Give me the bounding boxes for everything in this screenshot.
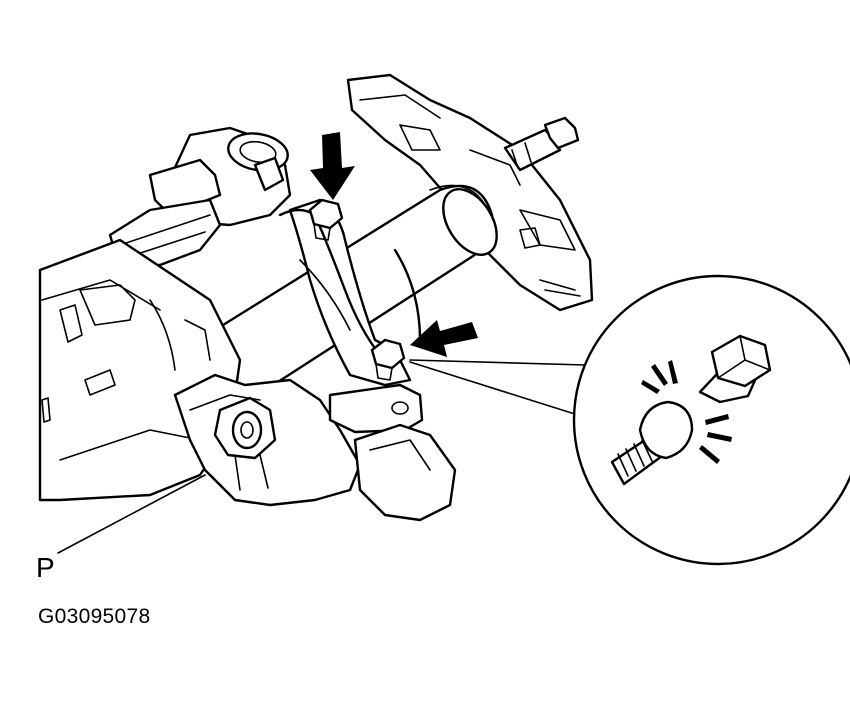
tilt-lever-arm	[328, 383, 424, 434]
ignition-housing	[108, 126, 292, 272]
upper-bolt	[308, 198, 344, 241]
column-clamp	[278, 198, 422, 387]
p-leader-line	[57, 474, 206, 554]
lower-bolt-arrow	[410, 320, 478, 357]
impact-marks	[641, 360, 732, 464]
upper-bolt-arrow	[310, 132, 355, 200]
rounded-head-bolt	[610, 400, 694, 486]
corner-label-p: P	[36, 552, 55, 583]
figure-code: G03095078	[38, 605, 151, 628]
detail-leader-lines	[409, 359, 586, 416]
steering-shaft-end	[503, 116, 580, 172]
tilt-lever-bracket	[173, 373, 362, 507]
lower-bracket-plate	[353, 423, 457, 522]
lower-bolt	[370, 338, 406, 381]
hex-bolt	[698, 334, 772, 404]
